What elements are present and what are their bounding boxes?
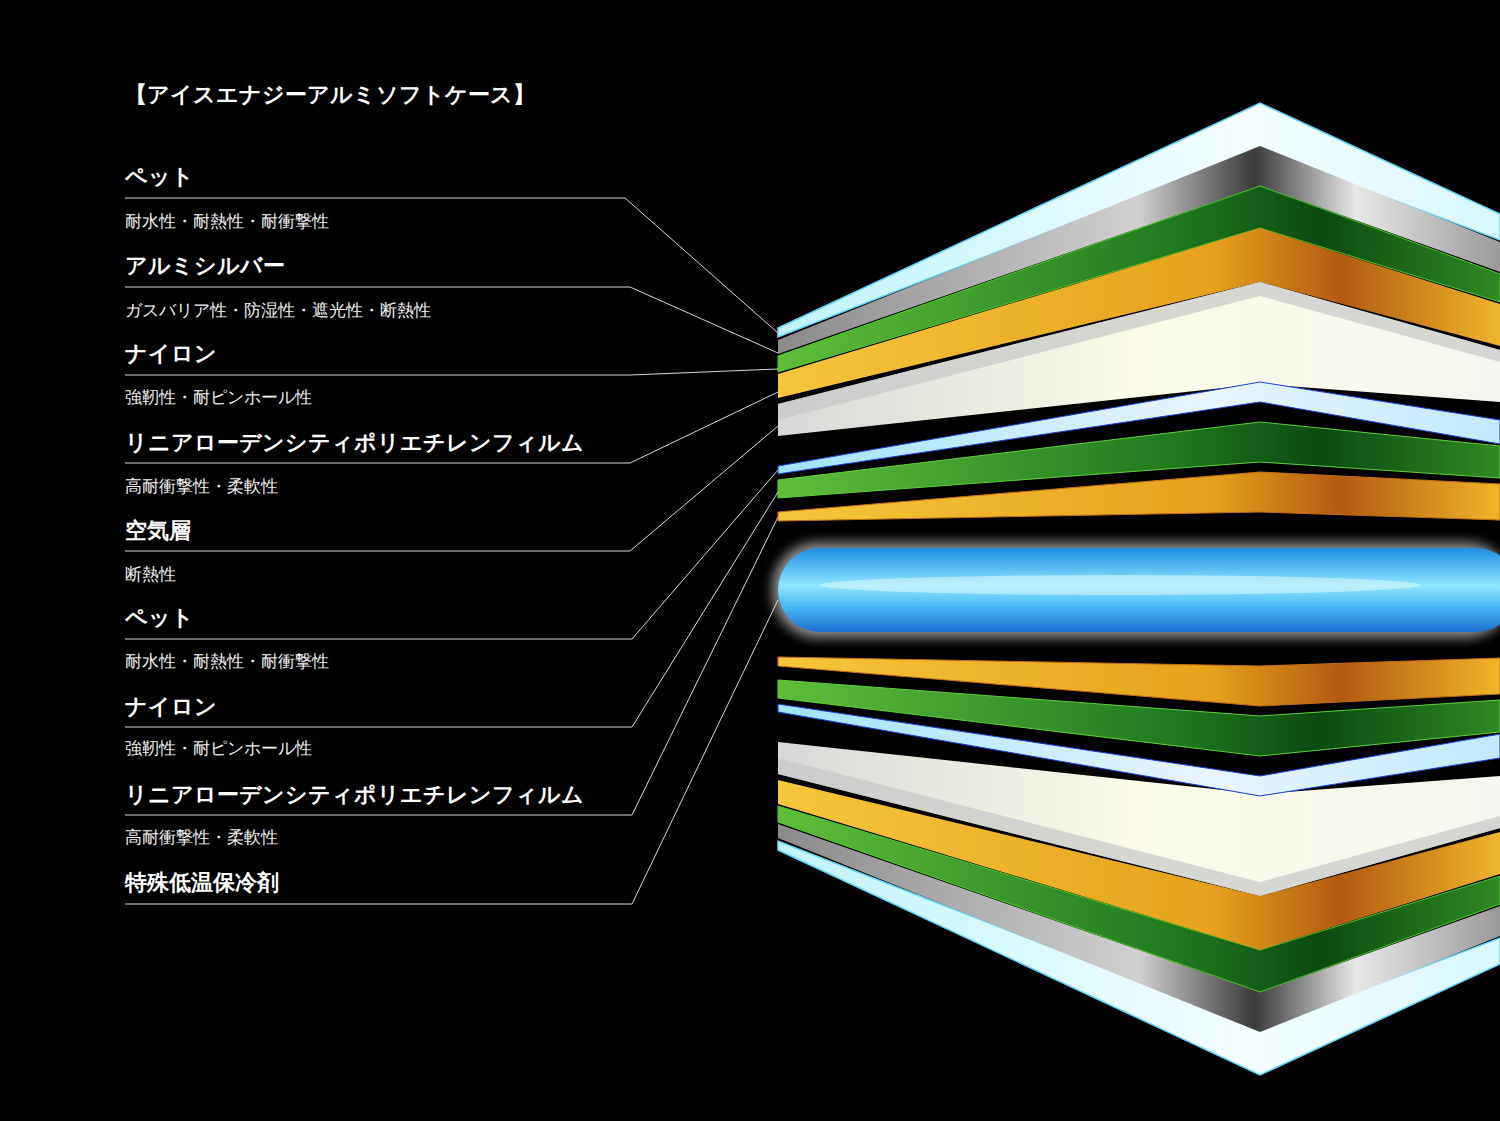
leader-lines xyxy=(125,198,778,904)
layer-property: ガスバリア性・防湿性・遮光性・断熱性 xyxy=(125,299,431,321)
layer-name: ペット xyxy=(125,164,194,190)
layer-name: 特殊低温保冷剤 xyxy=(125,870,279,896)
layer-property: 強靭性・耐ピンホール性 xyxy=(125,386,312,408)
layer-name: ナイロン xyxy=(125,341,217,367)
layer-property: 高耐衝撃性・柔軟性 xyxy=(125,826,278,848)
layer-property: 高耐衝撃性・柔軟性 xyxy=(125,475,278,497)
layer-name: 空気層 xyxy=(125,518,191,544)
layer-property: 耐水性・耐熱性・耐衝撃性 xyxy=(125,210,329,232)
layer-property: 強靭性・耐ピンホール性 xyxy=(125,737,312,759)
layer-name: リニアローデンシティポリエチレンフィルム xyxy=(125,782,584,808)
layer-name: リニアローデンシティポリエチレンフィルム xyxy=(125,430,584,456)
layer-name: ナイロン xyxy=(125,694,217,720)
layer-property: 耐水性・耐熱性・耐衝撃性 xyxy=(125,650,329,672)
title: 【アイスエナジーアルミソフトケース】 xyxy=(125,81,535,109)
layer-name: ペット xyxy=(125,605,194,631)
layer-property: 断熱性 xyxy=(125,563,176,585)
layer-name: アルミシルバー xyxy=(125,253,285,279)
